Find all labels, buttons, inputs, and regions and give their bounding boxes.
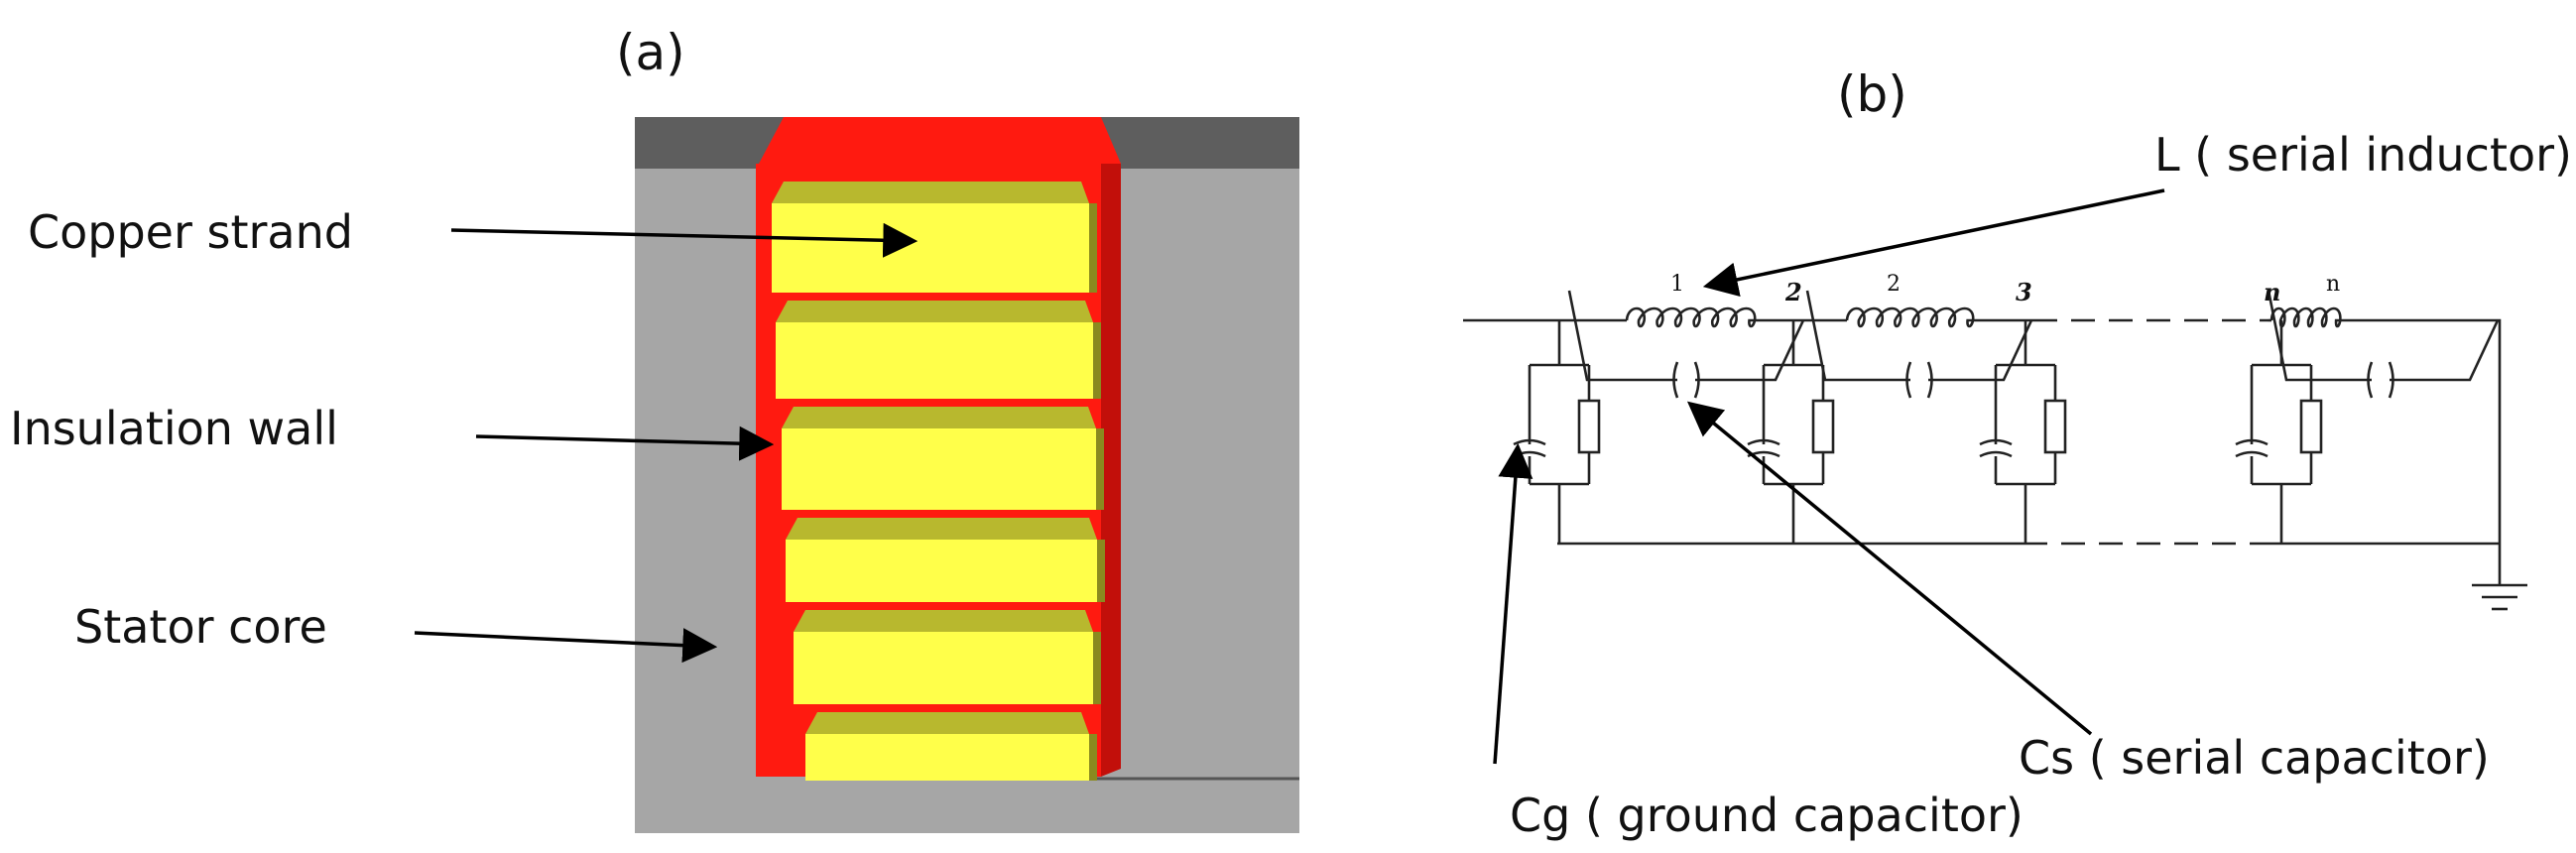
- serial-capacitor-plate: [1672, 361, 1679, 399]
- copper-strand-side-face: [1093, 632, 1101, 704]
- ground-branch-4: [2235, 320, 2323, 544]
- copper-strand-6: [805, 712, 1097, 781]
- serial-capacitor-3: [2267, 290, 2500, 399]
- insulation-top: [759, 117, 1121, 164]
- copper-strand-top-face: [782, 407, 1096, 428]
- ground-resistor: [1577, 399, 1601, 454]
- copper-strand-front-face: [782, 428, 1096, 510]
- coil-label-1: 1: [1670, 272, 1684, 297]
- ground-branch-bottom-rail: [1764, 482, 1823, 544]
- insulation-side: [1101, 164, 1121, 777]
- copper-strand-side-face: [1097, 540, 1105, 602]
- ground-branch-bottom-rail: [1996, 482, 2055, 544]
- ground-capacitor: [1979, 365, 2013, 484]
- copper-strand-front-face: [805, 734, 1089, 781]
- ground-capacitor: [1513, 365, 1546, 484]
- serial-capacitor-1: [1567, 290, 1805, 399]
- insulation-wall-arrow: [475, 426, 775, 461]
- coil-label-n: n: [2326, 272, 2340, 297]
- serial-capacitor-2: [1805, 290, 2033, 399]
- panel-b-label: (b): [1837, 65, 1907, 123]
- copper-strand-side-face: [1089, 203, 1097, 293]
- copper-strand-side-face: [1089, 734, 1097, 781]
- end-line: [2341, 318, 2502, 585]
- copper-strand-5: [794, 610, 1101, 704]
- ground-resistor: [1811, 399, 1835, 454]
- copper-strand-1: [772, 182, 1097, 293]
- copper-strand-2: [776, 301, 1101, 399]
- ground-branch-bottom-rail: [1530, 482, 1589, 544]
- serial-capacitor-arrow: [1686, 401, 2093, 736]
- circuit-diagram: 2 3 n 1 2 n: [1463, 272, 2527, 611]
- serial-capacitor-lead-left: [1567, 290, 1677, 382]
- serial-inductor-label: L ( serial inductor): [2154, 128, 2572, 182]
- copper-strand-front-face: [786, 540, 1097, 602]
- ground-branch-bottom-rail: [2252, 482, 2311, 544]
- copper-strand-label: Copper strand: [28, 205, 353, 259]
- serial-inductors: [1625, 306, 2342, 328]
- stator-core-arrow: [414, 628, 718, 664]
- ground-resistor: [2043, 399, 2067, 454]
- node-label-3: 3: [2016, 278, 2032, 306]
- copper-strand-top-face: [805, 712, 1089, 734]
- serial-capacitor-label: Cs ( serial capacitor): [2019, 731, 2490, 785]
- copper-strand-top-face: [786, 518, 1097, 540]
- copper-strand-side-face: [1093, 322, 1101, 399]
- copper-strand-3: [782, 407, 1104, 510]
- copper-strand-top-face: [794, 610, 1093, 632]
- serial-capacitors: [1567, 290, 2500, 399]
- copper-strand-top-face: [776, 301, 1093, 322]
- serial-capacitor-lead-left: [2267, 290, 2372, 382]
- panel-a-label: (a): [616, 24, 685, 81]
- serial-capacitor-lead-right: [1928, 319, 2033, 382]
- ground-branch-1: [1513, 320, 1601, 544]
- copper-strands: [772, 182, 1105, 781]
- ground-capacitor: [2235, 365, 2269, 484]
- ground-capacitor-label: Cg ( ground capacitor): [1510, 789, 2024, 842]
- copper-strand-front-face: [772, 203, 1089, 293]
- copper-strand-front-face: [794, 632, 1093, 704]
- copper-strand-arrow: [450, 222, 919, 258]
- copper-strand-front-face: [776, 322, 1093, 399]
- copper-strand-4: [786, 518, 1105, 602]
- serial-capacitor-plate: [2367, 361, 2374, 399]
- coil-label-2: 2: [1887, 272, 1901, 297]
- copper-strand-top-face: [772, 182, 1089, 203]
- serial-capacitor-lead-right: [1695, 319, 1805, 382]
- serial-capacitor-lead-right: [2390, 319, 2500, 382]
- ground-capacitor-arrow: [1493, 442, 1533, 765]
- serial-capacitor-lead-left: [1805, 290, 1910, 382]
- ground-branch-2: [1747, 320, 1835, 544]
- inductor-coil-2: [1845, 306, 1975, 328]
- stator-core-label: Stator core: [74, 600, 327, 654]
- ground-branches: [1513, 320, 2323, 544]
- serial-capacitor-plate: [1905, 361, 1912, 399]
- ground-symbol: [2472, 583, 2527, 611]
- serial-inductor-arrow: [1702, 188, 2165, 298]
- ground-capacitor: [1747, 365, 1780, 484]
- insulation-wall-label: Insulation wall: [10, 402, 338, 455]
- node-label-2: 2: [1784, 278, 1802, 306]
- ground-branch-3: [1979, 320, 2067, 544]
- copper-strand-side-face: [1096, 428, 1104, 510]
- node-label-n: n: [2264, 278, 2280, 306]
- inductor-coil-1: [1625, 306, 1757, 328]
- stator-slot-diagram: [635, 117, 1299, 833]
- ground-resistor: [2299, 399, 2323, 454]
